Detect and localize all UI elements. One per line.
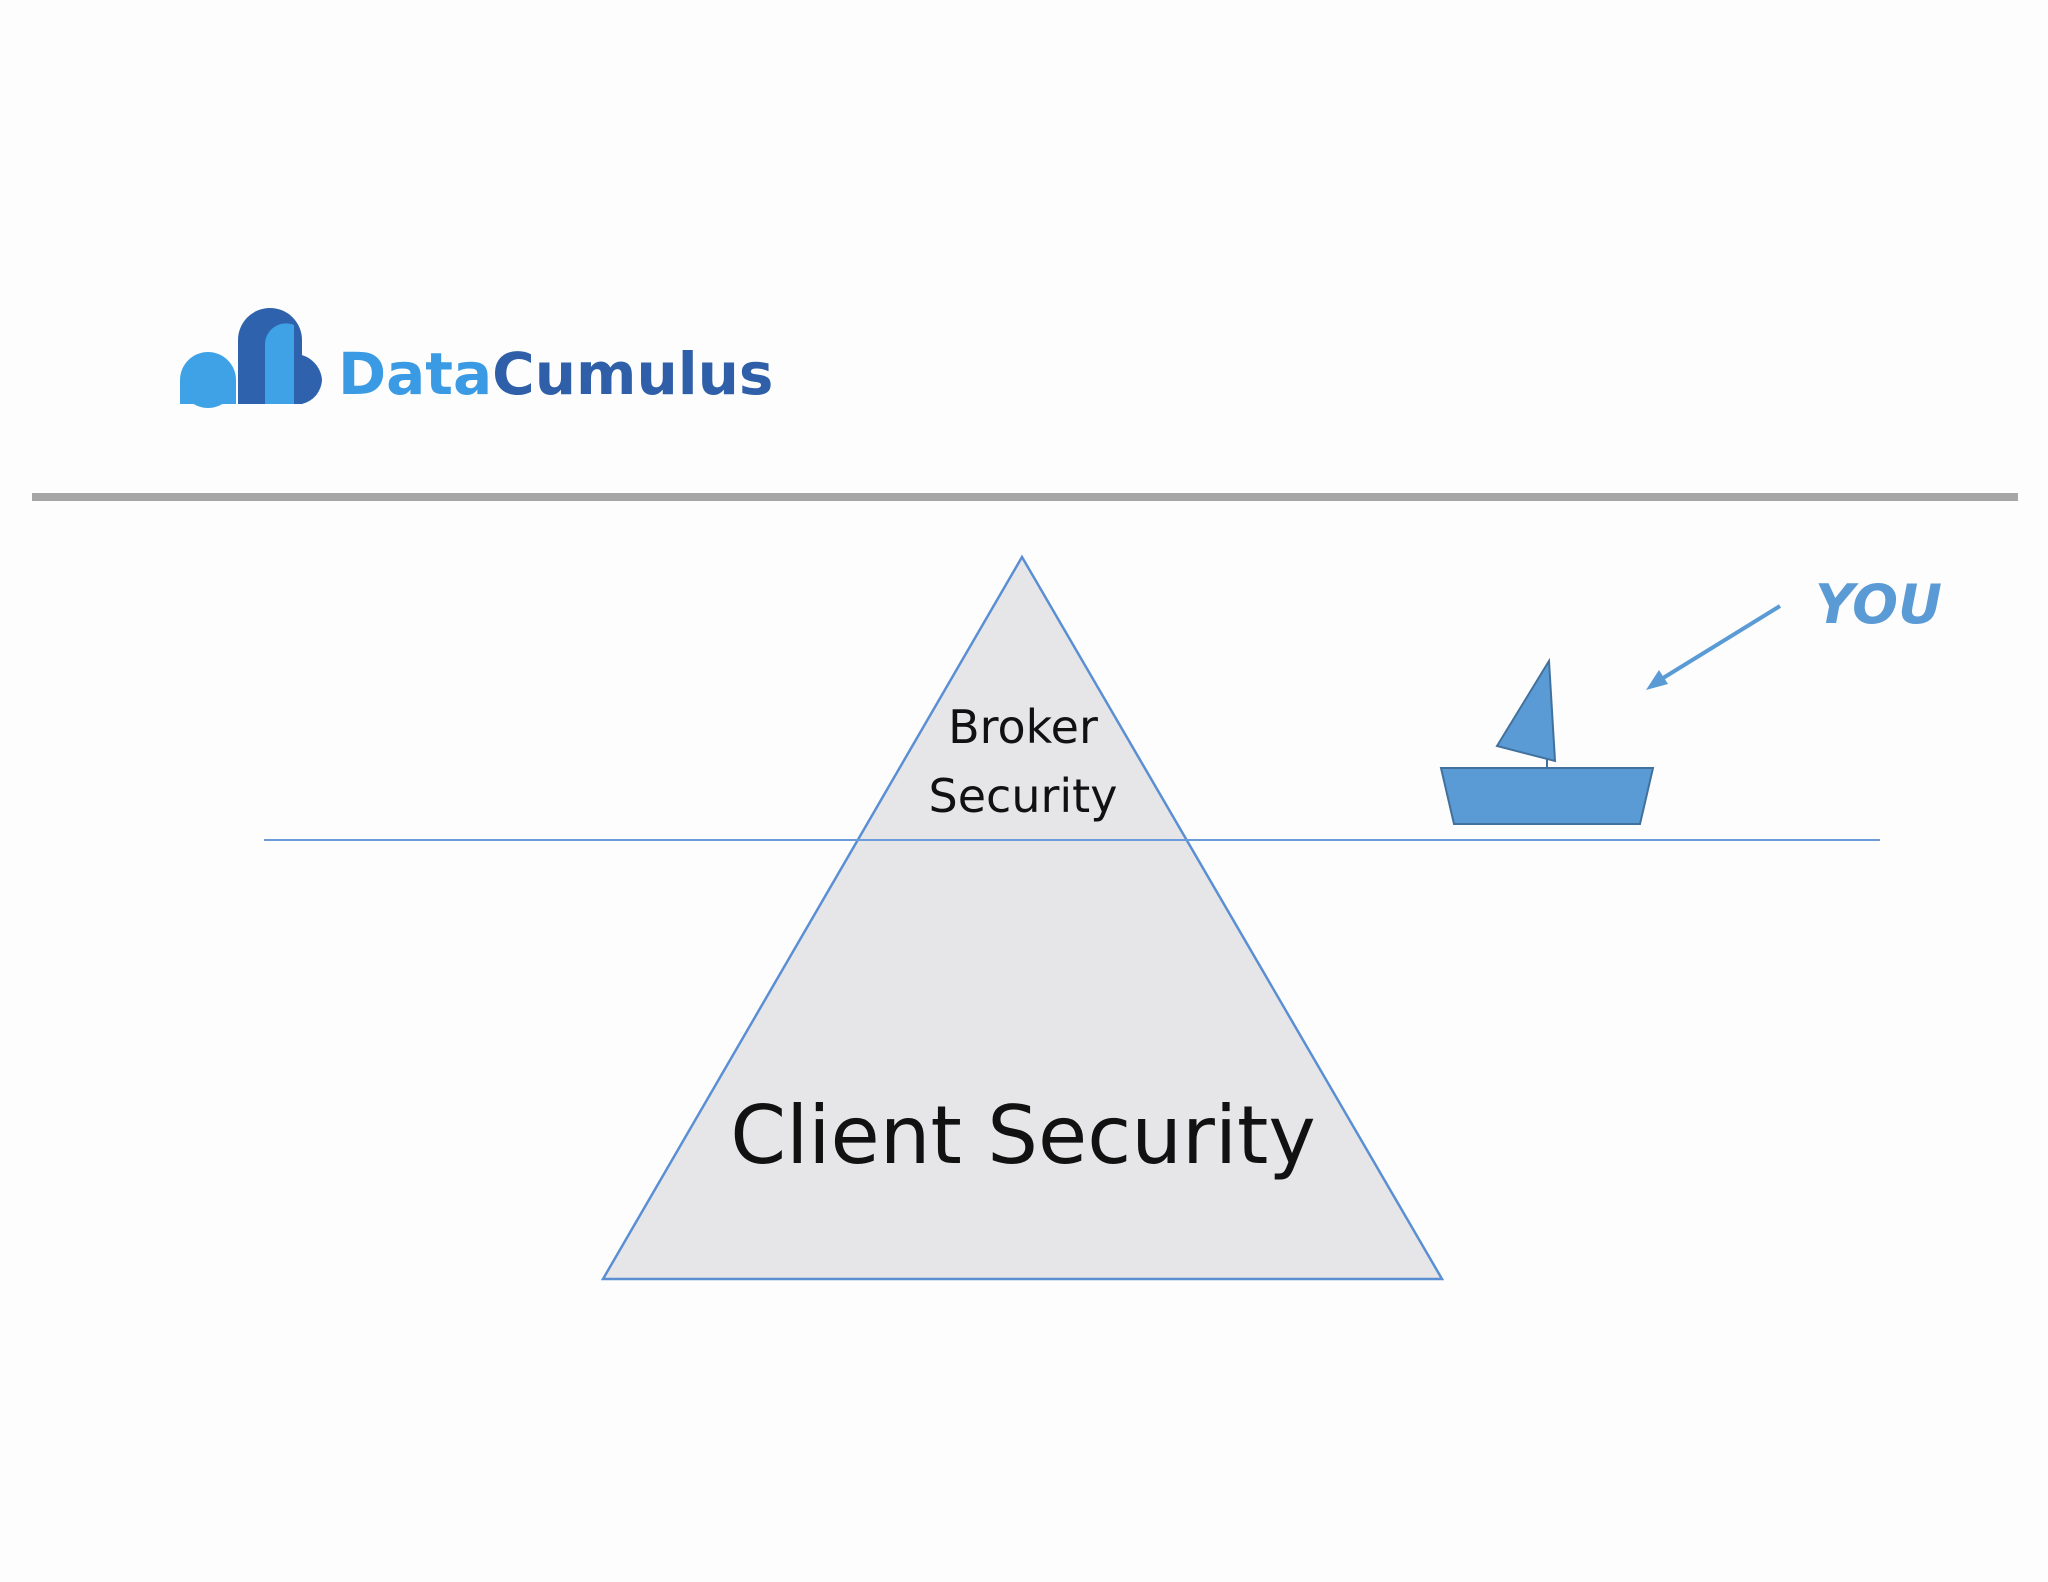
sailboat-icon — [1439, 657, 1655, 825]
logo-wordmark: DataCumulus — [338, 340, 773, 408]
iceberg-triangle — [600, 554, 1445, 1281]
broker-security-label-line2: Security — [929, 769, 1118, 823]
you-label: YOU — [1815, 573, 1942, 636]
broker-security-label-line1: Broker — [948, 700, 1098, 754]
client-security-label: Client Security — [730, 1089, 1316, 1182]
logo: DataCumulus — [180, 308, 773, 408]
logo-text-cumulus: Cumulus — [492, 340, 773, 408]
cloud-icon — [180, 308, 322, 408]
arrow-icon — [1646, 604, 1782, 690]
logo-text-data: Data — [338, 340, 492, 408]
